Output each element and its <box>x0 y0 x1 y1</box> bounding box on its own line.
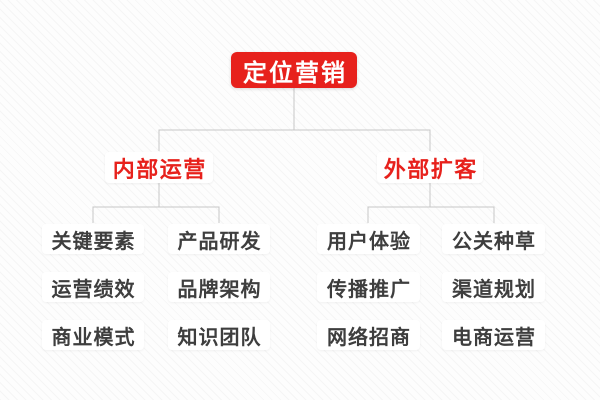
leaf-node: 渠道规划 <box>442 272 545 302</box>
leaf-node: 商业模式 <box>42 320 144 350</box>
root-node: 定位营销 <box>231 52 357 88</box>
branch-node-internal-operations: 内部运营 <box>105 152 213 183</box>
leaf-node: 品牌架构 <box>168 272 270 302</box>
leaf-node: 公关种草 <box>442 224 545 254</box>
leaf-group-right: 用户体验 公关种草 传播推广 渠道规划 网络招商 电商运营 <box>317 224 545 350</box>
leaf-node: 关键要素 <box>42 224 144 254</box>
leaf-node: 产品研发 <box>168 224 270 254</box>
leaf-node: 用户体验 <box>317 224 420 254</box>
leaf-node: 知识团队 <box>168 320 270 350</box>
leaf-group-left: 关键要素 产品研发 运营绩效 品牌架构 商业模式 知识团队 <box>42 224 270 350</box>
leaf-node: 网络招商 <box>317 320 420 350</box>
branch-node-external-acquisition: 外部扩客 <box>377 152 483 183</box>
leaf-node: 传播推广 <box>317 272 420 302</box>
leaf-node: 电商运营 <box>442 320 545 350</box>
leaf-node: 运营绩效 <box>42 272 144 302</box>
